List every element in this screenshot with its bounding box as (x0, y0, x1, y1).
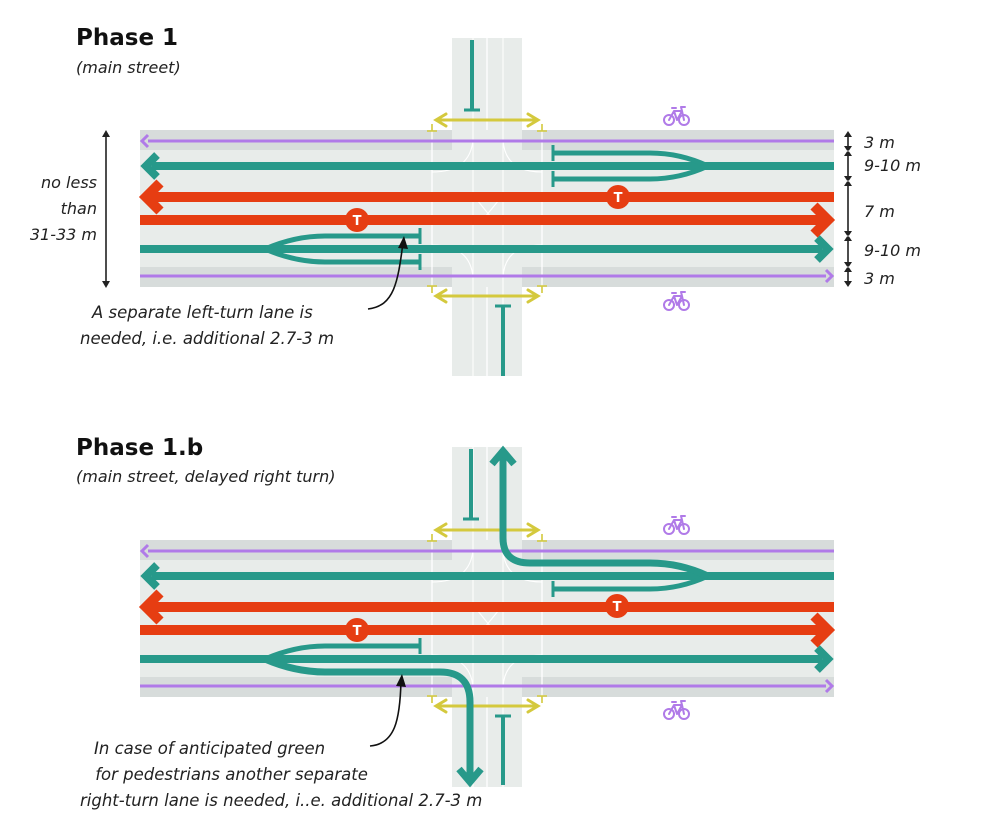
phase-1: Phase 1 (main street) T T 3 m 9-10 m 7 m (30, 25, 921, 376)
intersection-box (452, 130, 522, 287)
dimension-bike-top: 3 m (864, 133, 895, 152)
tram-lane-westbound-head (138, 179, 164, 215)
annotation-line-2: needed, i.e. additional 2.7-3 m (80, 329, 334, 348)
dimension-markers (844, 131, 852, 287)
pedestrian-arrowhead (433, 288, 541, 304)
phase-1b-traffic-lanes (138, 445, 836, 788)
bicycle-icon (663, 106, 690, 126)
car-lane-eastbound-head (814, 235, 834, 263)
car-lane-westbound-head (140, 562, 160, 590)
total-width-line2: than (61, 199, 97, 218)
pedestrian-arrowhead (433, 112, 541, 128)
total-width-line3: 31-33 m (30, 225, 97, 244)
tram-icon (345, 208, 369, 232)
tram-lane-westbound-head (138, 589, 164, 625)
tram-symbol: T (606, 185, 630, 209)
right-turn-arrowhead (456, 766, 484, 788)
left-turn-pocket (553, 150, 710, 169)
svg-text:T: T (614, 191, 623, 206)
annotation-line-2: for pedestrians another separate (90, 765, 368, 784)
bicycle-icon (663, 291, 690, 311)
svg-text:T: T (613, 600, 622, 615)
bike-lane-westbound-head (139, 133, 150, 149)
tram-symbol: T (605, 594, 629, 618)
phase-1b-subtitle: (main street, delayed right turn) (76, 467, 335, 486)
pedestrian-arrowhead (433, 698, 541, 714)
annotation-arrow (367, 242, 404, 310)
dimension-car-bottom: 9-10 m (864, 241, 921, 260)
right-turn-arrowhead (489, 445, 517, 467)
left-turn-pocket (264, 643, 420, 662)
left-turn-pocket (553, 573, 710, 592)
annotation-arrowhead (398, 236, 408, 249)
left-turn-pocket (553, 163, 710, 182)
signal-marker (427, 695, 547, 703)
annotation-arrowhead (396, 674, 406, 687)
tram-icon (605, 594, 629, 618)
right-turn-lane-south (263, 655, 474, 780)
signal-marker (427, 124, 547, 132)
phase-1b-title: Phase 1.b (76, 435, 203, 461)
tram-lane-eastbound-head (810, 612, 836, 648)
car-lane-eastbound-head (814, 645, 834, 673)
annotation-line-1: A separate left-turn lane is (91, 303, 313, 322)
total-width-line1: no less (41, 173, 97, 192)
left-turn-pocket (264, 246, 420, 265)
car-lane-westbound-head (140, 152, 160, 180)
right-turn-lane-north (499, 453, 710, 580)
bike-lane-eastbound-head (824, 268, 835, 284)
svg-text:T: T (353, 624, 362, 639)
total-width-marker (102, 130, 110, 288)
dimension-car-top: 9-10 m (864, 156, 921, 175)
tram-icon (345, 618, 369, 642)
bike-lane-eastbound-head (824, 678, 835, 694)
dimension-tram: 7 m (864, 202, 895, 221)
signal-marker (427, 285, 547, 293)
annotation-line-1: In case of anticipated green (94, 739, 325, 758)
bicycle-icon (663, 515, 690, 535)
svg-text:T: T (353, 214, 362, 229)
left-turn-pocket (264, 233, 420, 252)
phase-1-traffic-lanes (138, 40, 836, 376)
tram-symbol: T (345, 208, 369, 232)
tram-symbol: T (345, 618, 369, 642)
annotation-line-3: right-turn lane is needed, i..e. additio… (80, 791, 482, 810)
phase-1b: Phase 1.b (main street, delayed right tu… (76, 435, 836, 810)
bicycle-icon (663, 700, 690, 720)
tram-icon (606, 185, 630, 209)
pedestrian-arrowhead (433, 522, 541, 538)
dimension-bike-bottom: 3 m (864, 269, 895, 288)
signal-marker (427, 534, 547, 542)
phase-1-title: Phase 1 (76, 25, 178, 51)
intersection-box (452, 540, 522, 697)
bike-lane-westbound-head (139, 543, 150, 559)
phase-1-subtitle: (main street) (76, 58, 181, 77)
annotation-arrow (369, 680, 402, 747)
phase-1b-road (140, 447, 834, 787)
tram-lane-eastbound-head (810, 202, 836, 238)
